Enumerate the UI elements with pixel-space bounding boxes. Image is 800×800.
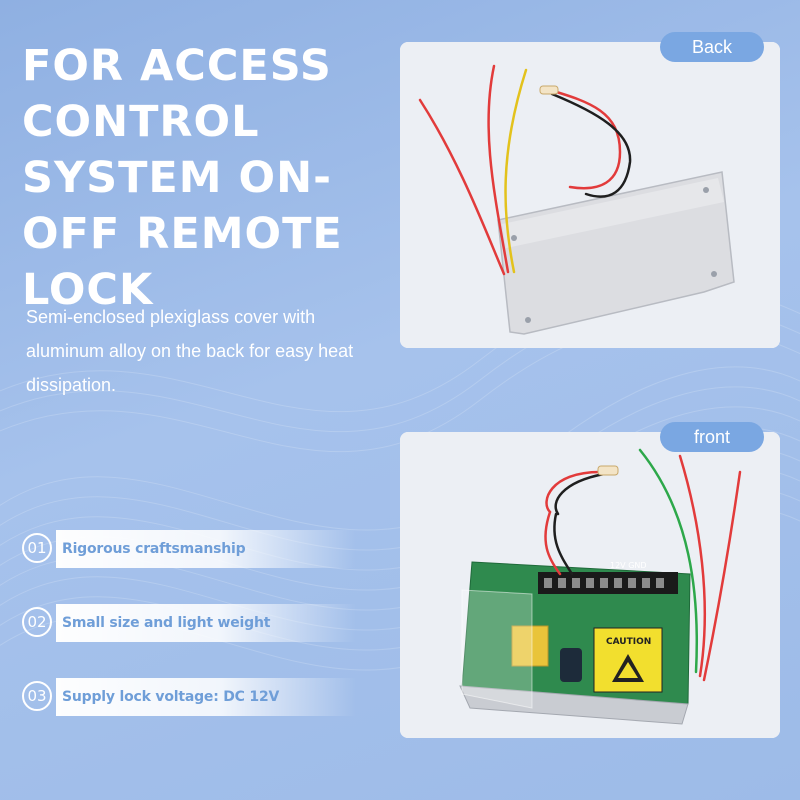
product-description: Semi-enclosed plexiglass cover with alum… (26, 307, 354, 395)
back-view-product-image (400, 42, 780, 348)
front-photo-card: 12V GND CAUTION front (400, 422, 780, 738)
feature-bar (56, 530, 356, 568)
headline: FOR ACCESS CONTROL SYSTEM ON-OFF REMOTE … (22, 41, 343, 315)
back-photo-card: Back (400, 32, 780, 348)
feature-label: Small size and light weight (62, 615, 271, 631)
caution-label: CAUTION (606, 637, 651, 647)
feature-bar (56, 604, 356, 642)
pcb-marking: 12V GND (610, 561, 647, 570)
feature-number-badge: 03 (22, 681, 52, 711)
feature-number-badge: 01 (22, 533, 52, 563)
front-view-product-image: 12V GND CAUTION (400, 432, 780, 738)
feature-item: 01 Rigorous craftsmanship (22, 530, 382, 568)
feature-label: Supply lock voltage: DC 12V (62, 689, 280, 705)
feature-bar (56, 678, 356, 716)
back-tag: Back (660, 32, 764, 62)
feature-number-badge: 02 (22, 607, 52, 637)
feature-item: 02 Small size and light weight (22, 604, 382, 642)
feature-label: Rigorous craftsmanship (62, 541, 246, 557)
front-tag: front (660, 422, 764, 452)
feature-item: 03 Supply lock voltage: DC 12V (22, 678, 382, 716)
